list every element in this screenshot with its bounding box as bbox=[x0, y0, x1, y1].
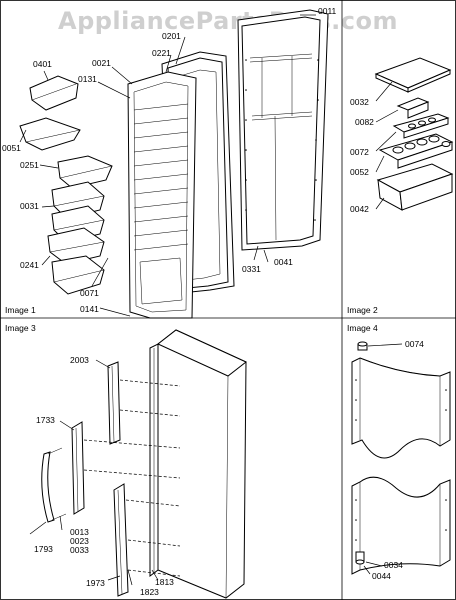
hinge-0044 bbox=[355, 551, 365, 565]
label-1793: 1793 bbox=[34, 544, 53, 554]
caption-image-3: Image 3 bbox=[5, 323, 36, 333]
caption-image-2: Image 2 bbox=[347, 305, 378, 315]
hinge-cap-0074 bbox=[357, 341, 368, 351]
label-0401: 0401 bbox=[33, 59, 52, 69]
watermark: AppliancePartsPros.com bbox=[58, 7, 398, 35]
image-1-drawing bbox=[19, 9, 329, 319]
label-0052: 0052 bbox=[350, 167, 369, 177]
label-0251: 0251 bbox=[20, 160, 39, 170]
egg-holder-0052 bbox=[378, 133, 454, 169]
label-2003: 2003 bbox=[70, 355, 89, 365]
outer-door-panel bbox=[237, 9, 329, 251]
label-0042: 0042 bbox=[350, 204, 369, 214]
trim-strip-1813 bbox=[149, 343, 159, 577]
label-0241: 0241 bbox=[20, 260, 39, 270]
label-0141: 0141 bbox=[80, 304, 99, 314]
trim-strip-2003 bbox=[107, 361, 121, 445]
label-0032: 0032 bbox=[350, 97, 369, 107]
label-0082: 0082 bbox=[355, 117, 374, 127]
handle-trim-1733 bbox=[71, 421, 85, 515]
label-1823: 1823 bbox=[140, 587, 159, 597]
bracket-0082 bbox=[396, 97, 430, 119]
image-4-drawing bbox=[351, 341, 451, 575]
egg-tray-0072 bbox=[392, 113, 450, 139]
label-0074: 0074 bbox=[405, 339, 424, 349]
label-0331: 0331 bbox=[242, 264, 261, 274]
door-liner bbox=[127, 71, 197, 319]
label-0021: 0021 bbox=[92, 58, 111, 68]
door-bin-0241 bbox=[47, 227, 105, 295]
label-1973: 1973 bbox=[86, 578, 105, 588]
label-1813: 1813 bbox=[155, 577, 174, 587]
image-2-drawing bbox=[374, 57, 454, 211]
bin-0042 bbox=[376, 163, 454, 211]
label-0013: 0013 bbox=[70, 527, 89, 537]
label-0031: 0031 bbox=[20, 201, 39, 211]
upper-door-section bbox=[351, 357, 451, 459]
door-bin-0251 bbox=[57, 155, 113, 189]
caption-image-1: Image 1 bbox=[5, 305, 36, 315]
label-0201: 0201 bbox=[162, 31, 181, 41]
door-bin-0401 bbox=[29, 75, 79, 111]
image-3-drawing bbox=[29, 329, 247, 599]
label-0051: 0051 bbox=[2, 143, 21, 153]
label-0023: 0023 bbox=[70, 536, 89, 546]
label-0072: 0072 bbox=[350, 147, 369, 157]
door-handle-1793 bbox=[41, 447, 67, 523]
trim-strip-1823 bbox=[113, 483, 129, 597]
label-0011: 0011 bbox=[318, 6, 337, 16]
door-bin-0051 bbox=[19, 117, 81, 151]
label-1733: 1733 bbox=[36, 415, 55, 425]
label-0041: 0041 bbox=[274, 257, 293, 267]
label-0221: 0221 bbox=[152, 48, 171, 58]
label-0034: 0034 bbox=[384, 560, 403, 570]
caption-image-4: Image 4 bbox=[347, 323, 378, 333]
shelf-cover-0032 bbox=[374, 57, 452, 93]
label-0131: 0131 bbox=[78, 74, 97, 84]
main-door-panel bbox=[157, 329, 247, 599]
label-0044: 0044 bbox=[372, 571, 391, 581]
label-0071: 0071 bbox=[80, 288, 99, 298]
label-0033: 0033 bbox=[70, 545, 89, 555]
